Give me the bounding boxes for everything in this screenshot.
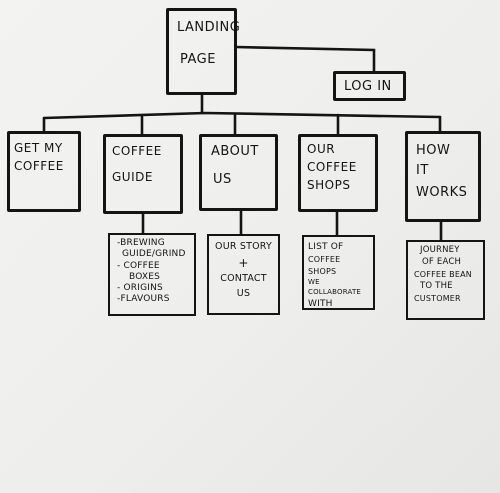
about-us-note-line1: OUR STORY: [215, 241, 272, 252]
our-coffee-shops-box[interactable]: OUR COFFEE SHOPS: [298, 134, 378, 212]
how-it-works-line2: IT: [416, 163, 429, 178]
about-us-note: OUR STORY + CONTACT US: [207, 234, 280, 315]
landing-page-box[interactable]: LANDING PAGE: [166, 8, 241, 95]
how-it-works-note-line2: OF EACH: [422, 257, 462, 268]
coffee-guide-box[interactable]: COFFEE GUIDE: [103, 134, 183, 214]
coffee-guide-note-line3: - COFFEE: [117, 260, 160, 271]
how-it-works-line1: HOW: [416, 143, 451, 158]
coffee-guide-note-line5: - ORIGINS: [117, 283, 163, 293]
how-it-works-line3: WORKS: [416, 185, 468, 200]
how-it-works-note-line1: JOURNEY: [420, 245, 460, 255]
our-coffee-shops-line3: SHOPS: [307, 178, 351, 192]
about-us-note-line4: US: [236, 287, 251, 299]
about-us-note-line2: +: [238, 256, 249, 271]
about-us-line2: US: [213, 172, 232, 187]
about-us-line1: ABOUT: [211, 144, 259, 159]
how-it-works-note: JOURNEY OF EACH COFFEE BEAN TO THE CUSTO…: [406, 240, 485, 320]
coffee-shops-note: LIST OF COFFEE SHOPS WE COLLABORATE WITH: [302, 235, 375, 310]
login-branch: [234, 45, 376, 73]
how-it-works-note-line4: TO THE: [420, 281, 453, 292]
coffee-shops-note-line3: WE COLLABORATE: [308, 278, 362, 297]
get-my-coffee-box[interactable]: GET MY COFFEE: [7, 131, 81, 212]
coffee-guide-note-line2: GUIDE/GRIND: [122, 249, 186, 260]
coffee-shops-note-line4: WITH: [308, 298, 333, 309]
our-coffee-shops-line1: OUR: [307, 142, 336, 156]
branch-bar: [42, 111, 442, 120]
landing-page-label-line2: PAGE: [180, 52, 216, 67]
coffee-guide-line2: GUIDE: [112, 170, 153, 184]
about-us-note-line3: CONTACT: [220, 273, 267, 285]
login-label: LOG IN: [344, 79, 392, 94]
landing-page-label-line1: LANDING: [177, 20, 241, 35]
login-box[interactable]: LOG IN: [333, 71, 406, 101]
get-my-coffee-line1: GET MY: [14, 141, 63, 155]
coffee-shops-note-line1: LIST OF: [308, 242, 344, 252]
coffee-guide-note-line4: BOXES: [129, 271, 161, 282]
coffee-guide-line1: COFFEE: [112, 144, 162, 158]
how-it-works-note-line5: CUSTOMER: [414, 293, 461, 303]
coffee-shops-note-line2: COFFEE SHOPS: [308, 255, 341, 276]
our-coffee-shops-line2: COFFEE: [307, 160, 357, 174]
how-it-works-box[interactable]: HOW IT WORKS: [405, 131, 481, 222]
coffee-guide-note-line6: -FLAVOURS: [117, 294, 170, 305]
get-my-coffee-line2: COFFEE: [14, 159, 64, 173]
coffee-guide-note-line1: -BREWING: [117, 238, 165, 248]
coffee-guide-note: -BREWING GUIDE/GRIND - COFFEE BOXES - OR…: [108, 233, 196, 316]
about-us-box[interactable]: ABOUT US: [199, 134, 278, 211]
how-it-works-note-line3: COFFEE BEAN: [414, 269, 472, 279]
